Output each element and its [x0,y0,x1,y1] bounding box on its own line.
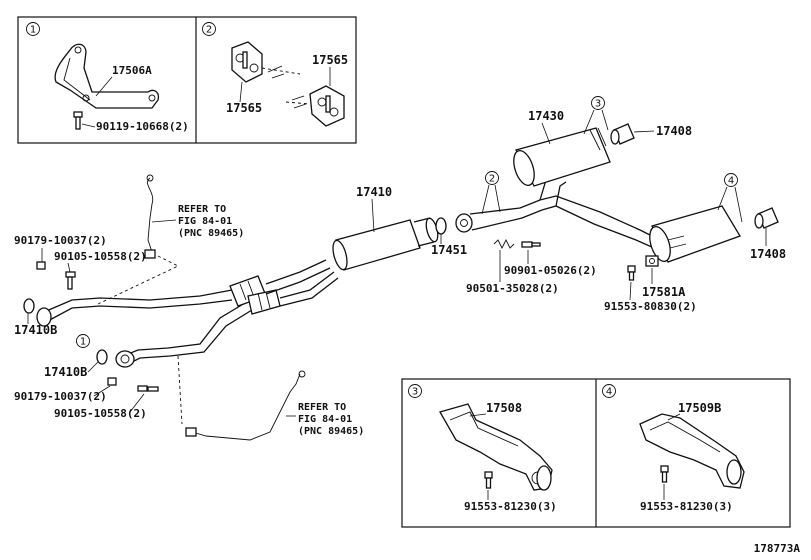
center-muffler-17410 [332,217,439,271]
callout-circle-4b [602,384,616,398]
part-90901-label: 90901-05026(2) [504,264,597,277]
bolt-90105-upper [65,271,76,290]
part-91553-80830-label: 91553-80830(2) [604,300,697,313]
rubber-hanger-upper [231,41,263,83]
inset-bottom: 3 17508 91553-81230(3) 4 17509B 91553- [401,378,791,528]
gasket-17451 [435,217,447,235]
bolt-91553-81230-b [660,465,669,483]
part-17581A-label: 17581A [642,285,686,299]
bolt-91553-80830 [627,265,636,281]
part-90179-label-lower: 90179-10037(2) [14,390,107,403]
part-17408-label-upper: 17408 [656,124,692,138]
part-17410-label: 17410 [356,185,392,199]
front-flange-upper [36,307,52,327]
part-90179-label-upper: 90179-10037(2) [14,234,107,247]
part-17506A-label: 17506A [112,64,152,77]
part-91553-81230-label-b: 91553-81230(3) [640,500,733,513]
part-17509B-label: 17509B [678,401,721,415]
callout-3-label: 3 [595,99,601,110]
part-17565-label-b: 17565 [226,101,262,115]
o2-sensor-wire-upper [147,177,154,253]
part-90105-label-upper: 90105-10558(2) [54,250,147,263]
refer-upper-line2: FIG 84-01 [178,216,232,227]
tail-section: 17430 17408 3 17408 4 [455,96,786,313]
refer-upper-line1: REFER TO [178,204,226,215]
callout-circle-4 [724,173,738,187]
bracket-17509B [639,413,745,489]
bolt-90119 [73,111,83,130]
gasket-17410B-upper [23,298,35,314]
rubber-hanger-lower [309,85,345,127]
part-17408-label-lower: 17408 [750,247,786,261]
callout-3b-label: 3 [412,387,418,398]
refer-lower-line3: (PNC 89465) [298,426,364,437]
part-17565-label-a: 17565 [312,53,348,67]
callout-2-label: 2 [206,25,212,36]
callout-circle-1b [76,334,90,348]
spring-90501 [493,238,515,250]
tail-front-flange [455,213,473,233]
tail-tip-lower-17408 [754,207,779,229]
part-17410B-label-lower: 17410B [44,365,87,379]
refer-upper-line3: (PNC 89465) [178,228,244,239]
callout-4b-label: 4 [606,387,612,398]
part-90501-label: 90501-35028(2) [466,282,559,295]
tail-tip-upper-17408 [610,123,635,145]
bolt-90105-lower [137,385,159,392]
inset-top: 1 17506A 90119-10668(2) 2 [17,16,357,144]
part-17410B-label-upper: 17410B [14,323,57,337]
callout-circle-2b [485,171,499,185]
o2-sensor-lower [185,427,197,437]
callout-circle-1 [26,22,40,36]
inset-frame-top [17,16,357,144]
rear-muffler-lower [649,205,741,263]
o2-sensor-wire-lower [191,373,301,441]
nut-90179-upper [36,261,46,270]
callout-1-label: 1 [30,25,36,36]
diagram-id: 178773A [754,542,801,555]
refer-lower-line2: FIG 84-01 [298,414,352,425]
callout-4-label: 4 [728,176,734,187]
hanger-bracket-17506A [54,43,160,109]
part-17508-label: 17508 [486,401,522,415]
gasket-17410B-lower [96,349,108,365]
part-91553-81230-label-a: 91553-81230(3) [464,500,557,513]
refer-lower-line1: REFER TO [298,402,346,413]
bolt-90901 [521,241,541,248]
part-17451-label: 17451 [431,243,467,257]
nut-90179-lower [107,377,117,386]
bolt-91553-81230-a [484,471,493,489]
part-90119-label: 90119-10668(2) [96,120,189,133]
rear-muffler-17430 [513,127,611,187]
part-17430-label: 17430 [528,109,564,123]
hanger-17581A [645,255,659,267]
callout-circle-3b [408,384,422,398]
callout-2b-label: 2 [489,174,495,185]
part-90105-label-lower: 90105-10558(2) [54,407,147,420]
o2-sensor-upper [144,249,156,259]
callout-circle-2 [202,22,216,36]
front-flange-lower [115,350,135,368]
callout-1b-label: 1 [80,337,86,348]
main-exhaust: 17410 17451 REFER TO FIG 84-01 (PNC 8946… [14,174,467,441]
bracket-17508 [439,403,553,491]
callout-circle-3 [591,96,605,110]
